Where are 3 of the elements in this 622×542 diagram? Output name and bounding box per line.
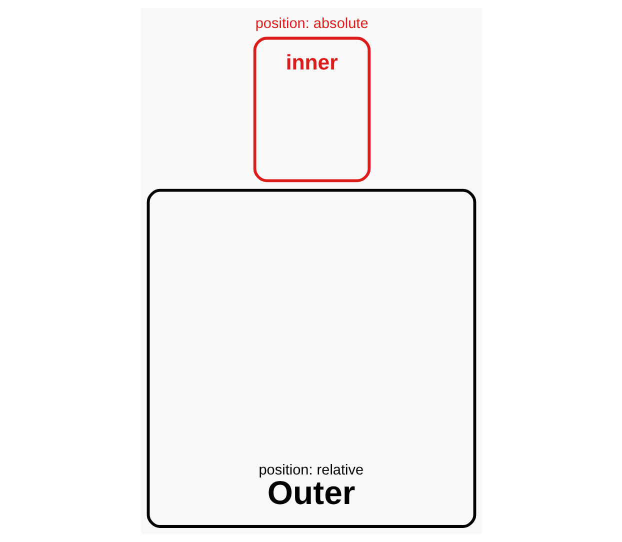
node-box: position: relative Outer xyxy=(146,188,476,528)
node-box: inner xyxy=(252,36,370,182)
node-label: position: absolute xyxy=(254,16,368,32)
